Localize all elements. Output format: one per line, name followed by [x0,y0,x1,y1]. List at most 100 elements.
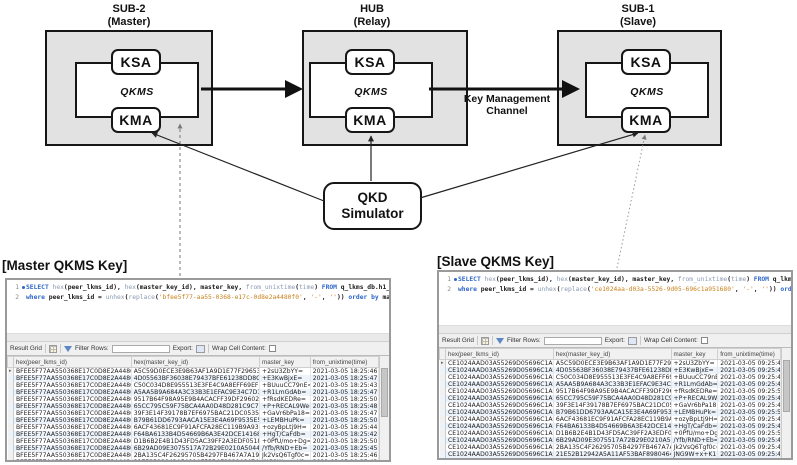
column-header[interactable]: from_unixtime(time) [717,348,781,360]
cell[interactable]: +2sU3ZbYY= [671,359,719,367]
cell[interactable]: C50C034D8E955513E3FE4C9A8EFF69EF [553,374,672,381]
filter-rows-input[interactable] [543,336,602,345]
cell[interactable]: CE1024AAD03A55269D05696C1A951680 [445,374,554,381]
table-row[interactable]: CE1024AAD03A55269D05696C1A9516802BA135C4… [439,444,781,451]
table-row[interactable]: CE1024AAD03A55269D05696C1A951680F64BA613… [439,423,781,430]
cell[interactable]: 2021-03-05 18:25:42 [310,431,380,438]
cell[interactable]: BFEE5F77AA550368E17C0D8E2A4480F0 [13,424,132,431]
cell[interactable]: +fRsdKEDRe= [671,388,719,395]
cell[interactable]: CE1024AAD03A55269D05696C1A951680 [445,437,554,444]
cell[interactable]: 4D05563BF36038E79437BFE61238DD8C [553,367,672,374]
cell[interactable]: CE1024AAD03A55269D05696C1A951680 [445,430,554,437]
cell[interactable]: 9517B64F98A95E9B4ACACFF39DF29602 [553,388,672,395]
cell[interactable]: 2021-03-05 09:25:47 [717,402,781,409]
column-header[interactable]: master_key [670,348,719,360]
cell[interactable]: BFEE5F77AA550368E17C0D8E2A4480F0 [13,396,132,403]
cell[interactable]: CE1024AAD03A55269D05696C1A951680 [445,359,554,367]
cell[interactable]: BFEE5F77AA550368E17C0D8E2A4480F0 [13,382,132,389]
cell[interactable]: +HgT/CaFdb= [259,431,311,438]
cell[interactable]: /Yfb/RND+Eb= [671,437,719,444]
cell[interactable]: 2021-03-05 09:25:47 [717,381,781,388]
cell[interactable]: BFEE5F77AA550368E17C0D8E2A4480F0 [13,431,132,438]
column-header[interactable]: from_unixtime(time) [309,356,380,368]
cell[interactable]: 2BA135C4F26295705B4297FB467A7A19 [131,452,261,459]
cell[interactable]: +fRsdKEDRe= [259,396,311,403]
cell[interactable]: D1B6B2E4B1D43FD5AC39FF2A3EDF0518 [131,438,261,445]
cell[interactable]: JNG9W+x+K1+a= [259,459,311,460]
cell[interactable]: BFEE5F77AA550368E17C0D8E2A4480F0 [13,367,132,375]
cell[interactable]: 2021-03-05 18:25:50 [310,438,380,445]
cell[interactable]: +ozyBpLtj9H= [259,424,311,431]
grid-scrollbar-thumb[interactable] [381,368,388,417]
table-row[interactable]: CE1024AAD03A55269D05696C1A951680A5AA5B9A… [439,381,781,388]
cell[interactable]: CE1024AAD03A55269D05696C1A951680 [445,367,554,374]
cell[interactable]: 2021-03-05 09:25:50 [717,430,781,437]
cell[interactable]: 2021-03-05 09:25:48 [717,395,781,402]
cell[interactable]: CE1024AAD03A55269D05696C1A951680 [445,409,554,416]
cell[interactable]: BFEE5F77AA550368E17C0D8E2A4480F0 [13,417,132,424]
cell[interactable]: 2021-03-05 09:25:48 [717,444,781,451]
cell[interactable]: /Yfb/RND+Eb= [259,445,311,452]
cell[interactable]: A5AA5B9A684A3C33B3E1EFAC9E34C7D1 [131,389,261,396]
cell[interactable]: JNG9W+x+K1+a= [671,451,719,458]
cell[interactable]: 39F3E14F39178B7EF6975BAC21DC0535 [131,410,261,417]
cell[interactable]: B79B61DD6793AACA15E3E4A69F9535E5 [553,409,672,416]
cell[interactable]: +LEMBHuPk= [259,417,311,424]
result-grid-icon[interactable] [48,344,57,353]
cell[interactable]: A5C59D0ECE3E9B63AF1A9D1E77F29653 [131,367,261,375]
sql-editor[interactable]: 1 SELECT hex(peer_lkms_id), hex(master_k… [7,280,389,334]
table-row[interactable]: CE1024AAD03A55269D05696C1A9516806ACF4368… [439,416,781,423]
cell[interactable]: +P+RECAL9We= [259,403,311,410]
grid-scrollbar-thumb[interactable] [783,360,790,412]
cell[interactable]: +BUuuCC79nE= [259,382,311,389]
column-header[interactable]: hex(peer_lkms_id) [445,348,554,360]
cell[interactable]: +E3KwBjxE= [671,367,719,374]
cell[interactable]: CE1024AAD03A55269D05696C1A951680 [445,416,554,423]
wrap-cell-checkbox-icon[interactable] [268,345,276,352]
cell[interactable]: 2021-03-05 18:25:46 [310,367,380,375]
cell[interactable]: Jk2VsQ6Tgf0c= [259,452,311,459]
cell[interactable]: 65CC795C59F75BCA4AA0D48D281C9C73 [553,395,672,402]
cell[interactable]: 2021-03-05 09:25:47 [717,367,781,374]
cell[interactable]: 2021-03-05 18:25:47 [310,375,380,382]
cell[interactable]: 4D05563BF36038E79437BFE61238DD8C [131,375,261,382]
cell[interactable]: 2021-03-05 09:25:44 [717,416,781,423]
cell[interactable]: CE1024AAD03A55269D05696C1A951680 [445,381,554,388]
cell[interactable]: +2sU3ZbYY= [259,367,311,375]
grid-scrollbar[interactable] [379,356,389,460]
cell[interactable]: F64BA6133B4D54669B6A3E42DCE14168 [553,423,672,430]
cell[interactable]: CE1024AAD03A55269D05696C1A951680 [445,395,554,402]
cell[interactable]: BFEE5F77AA550368E17C0D8E2A4480F0 [13,459,132,460]
table-row[interactable]: CE1024AAD03A55269D05696C1A951680B79B61DD… [439,409,781,416]
cell[interactable]: 2021-03-05 18:25:43 [310,382,380,389]
cell[interactable]: BFEE5F77AA550368E17C0D8E2A4480F0 [13,438,132,445]
cell[interactable]: D1B6B2E4B1D43FD5AC39FF2A3EDF0518 [553,430,672,437]
cell[interactable]: 6B29AD09E3075517A72B29E0210A5044 [553,437,672,444]
cell[interactable]: +LEMBHuPk= [671,409,719,416]
cell[interactable]: 2021-03-05 09:25:50 [717,409,781,416]
cell[interactable]: CE1024AAD03A55269D05696C1A951680 [445,444,554,451]
column-header[interactable]: hex(master_key_id) [552,348,672,360]
table-row[interactable]: CE1024AAD03A55269D05696C1A951680D1B6B2E4… [439,430,781,437]
sql-editor[interactable]: 1 SELECT hex(peer_lkms_id), hex(master_k… [439,272,791,326]
cell[interactable]: 6B29AD09E3075517A72B29E0210A5044 [131,445,261,452]
cell[interactable]: 2021-03-05 18:25:45 [310,445,380,452]
cell[interactable]: 2021-03-05 18:25:47 [310,410,380,417]
cell[interactable]: 2021-03-05 09:25:50 [717,388,781,395]
column-header[interactable]: hex(peer_lkms_id) [13,356,132,368]
cell[interactable]: +E3KwBjxE= [259,375,311,382]
cell[interactable]: BFEE5F77AA550368E17C0D8E2A4480F0 [13,445,132,452]
table-row[interactable]: ▸CE1024AAD03A55269D05696C1A951680A5C59D0… [439,359,781,367]
cell[interactable]: A5AA5B9A684A3C33B3E1EFAC9E34C7D1 [553,381,672,388]
cell[interactable]: 21E52B12942A5A11AF53BAF898046474 [131,459,261,460]
cell[interactable]: BFEE5F77AA550368E17C0D8E2A4480F0 [13,375,132,382]
